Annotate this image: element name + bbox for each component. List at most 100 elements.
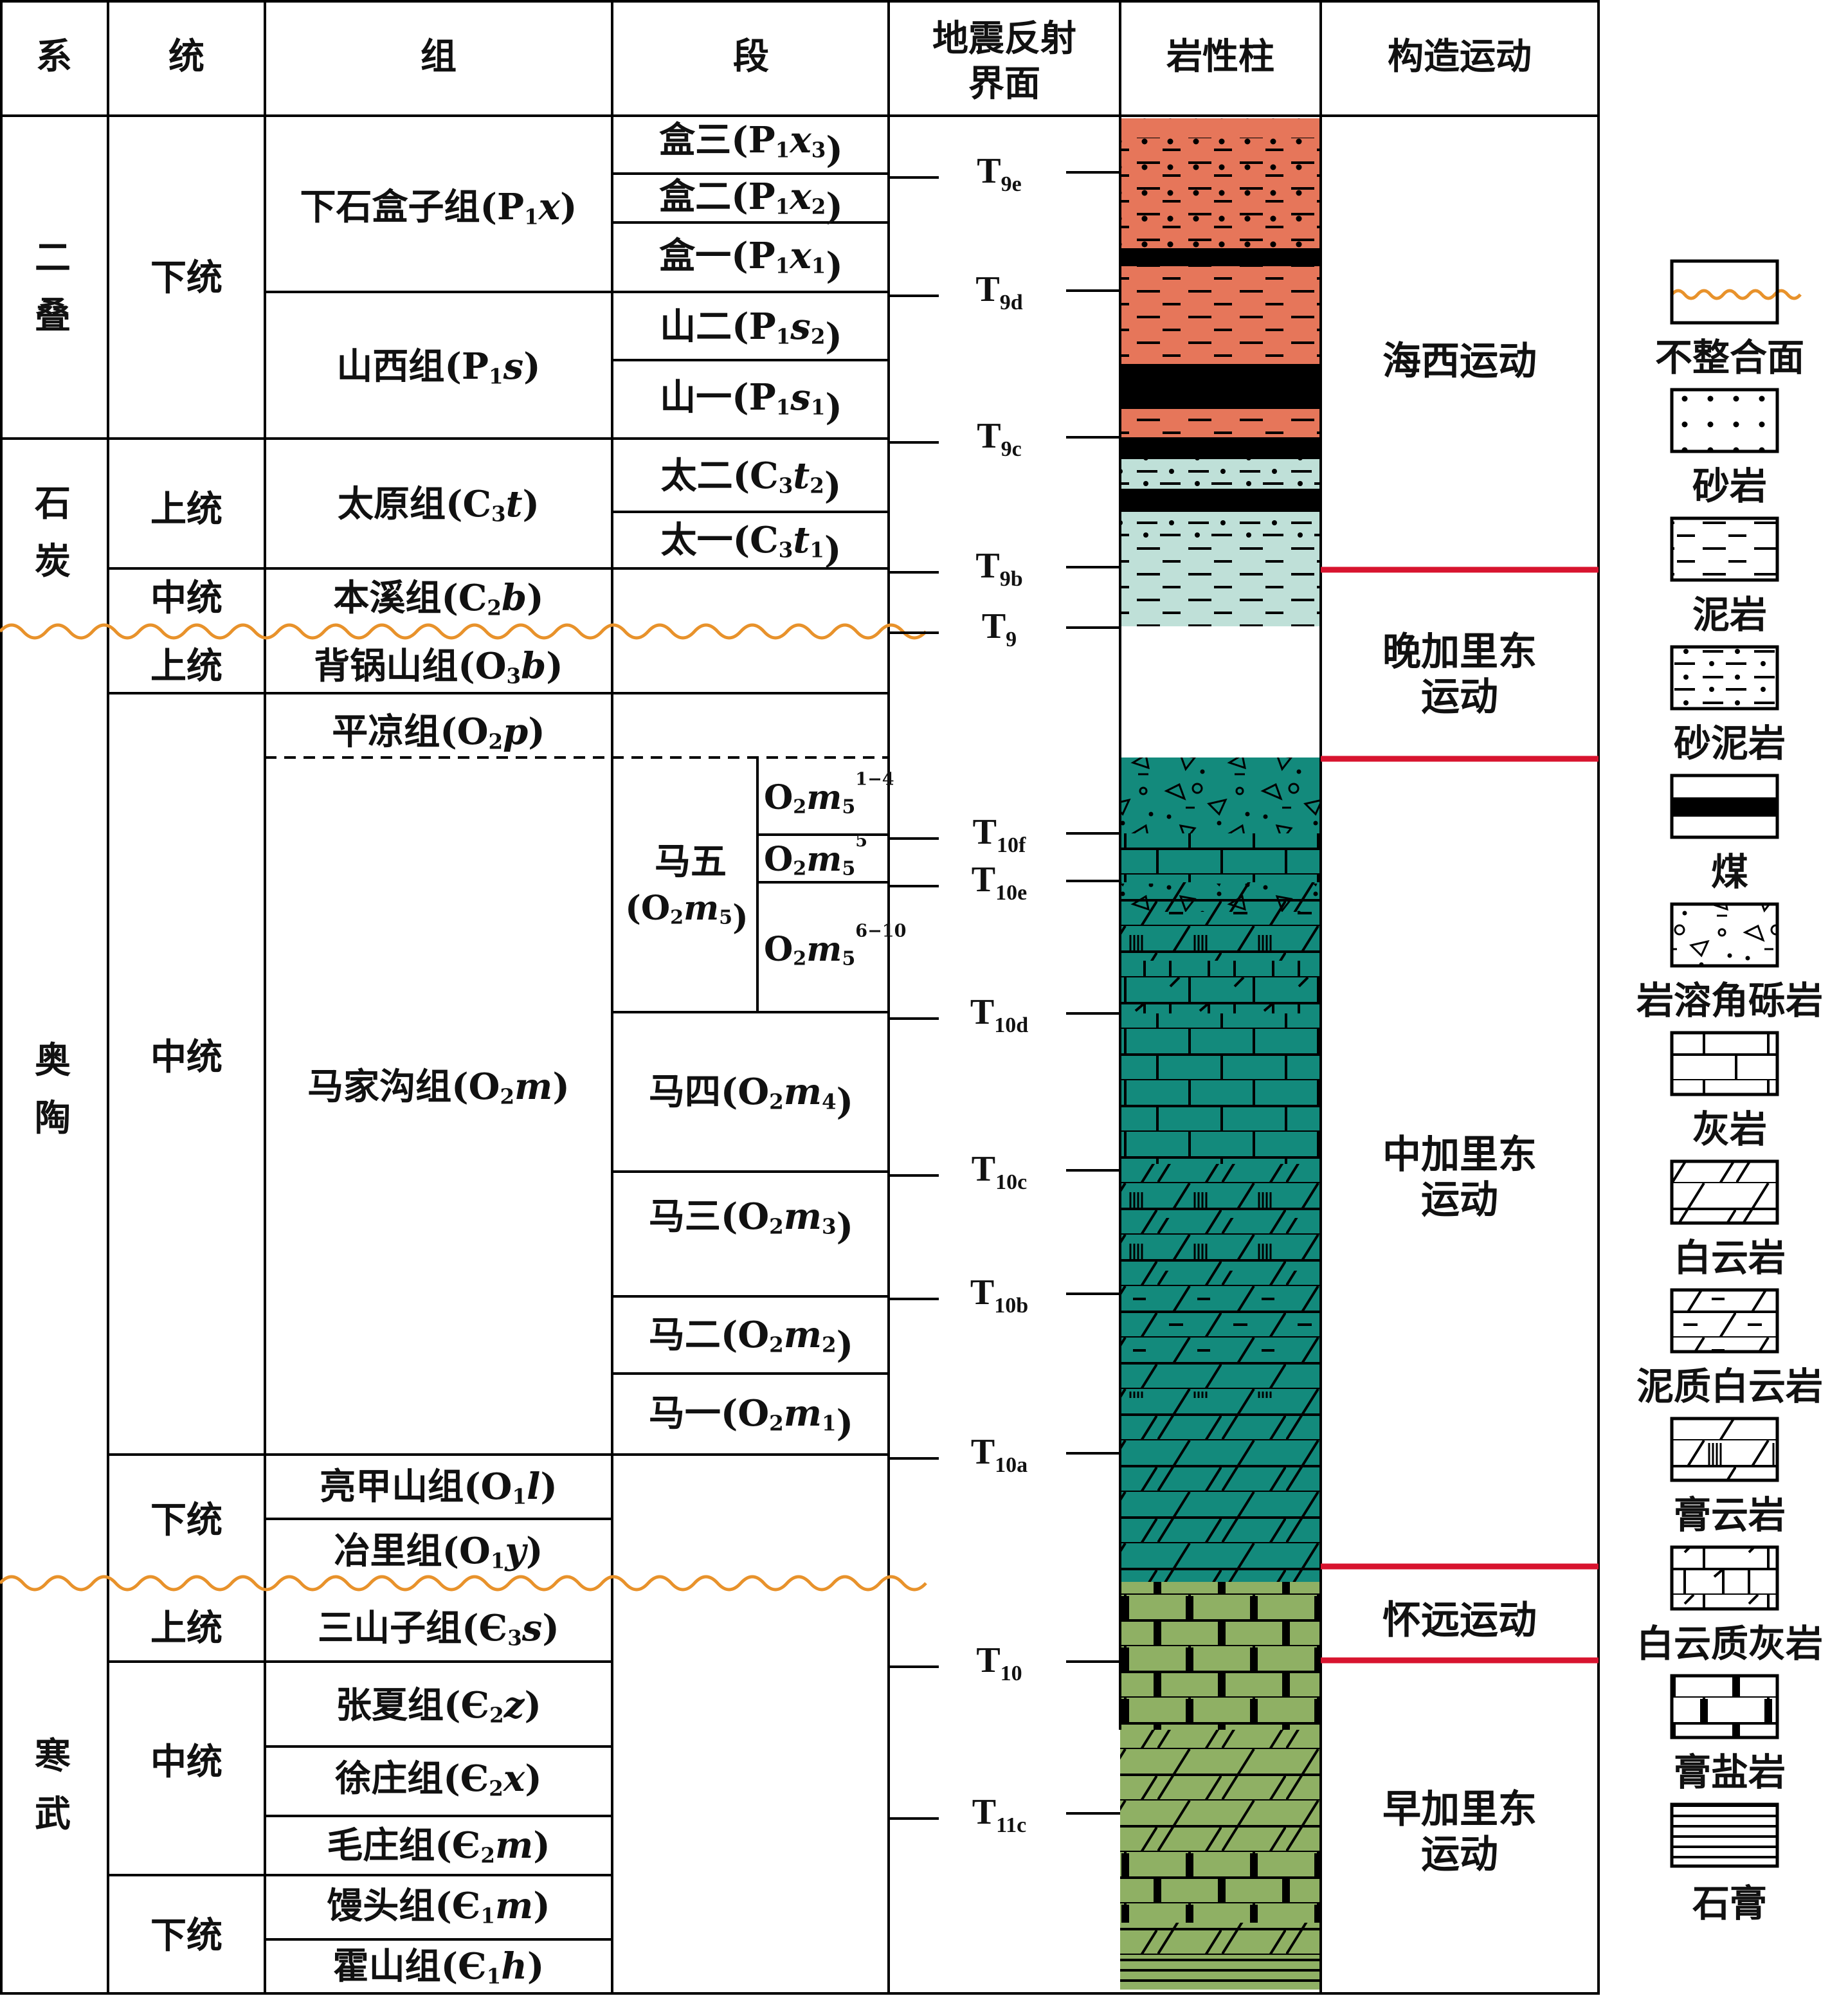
lithology-pattern (1120, 912, 1321, 935)
lithology-pattern (1120, 935, 1321, 961)
series-label: 中统 (150, 1036, 222, 1078)
table-grid (0, 0, 1600, 1995)
lithology-pattern (1120, 1582, 1321, 1730)
svg-text:奥: 奥 (35, 1039, 71, 1082)
lithology-pattern (1120, 1923, 1321, 1955)
legend-label: 石膏 (1692, 1882, 1767, 1925)
unconformity-line (0, 1575, 927, 1592)
lithology-pattern (1120, 1955, 1321, 1990)
lithology-pattern (1120, 409, 1321, 437)
series-label: 下统 (150, 1914, 222, 1957)
formation-label: 馒头组(Є1m) (327, 1885, 550, 1928)
legend-label: 泥质白云岩 (1636, 1365, 1823, 1408)
header-lithology: 岩性柱 (1166, 35, 1274, 78)
header-reflection: 界面 (968, 62, 1040, 105)
reflector-label: T10f (973, 812, 1026, 857)
lithology-pattern (1120, 961, 1321, 1013)
lithology-pattern (1120, 1013, 1321, 1164)
tectonic-event: 怀远运动 (1382, 1598, 1537, 1643)
member-label: 山一(P1s1) (660, 376, 842, 429)
tectonic-event: 运动 (1421, 1832, 1498, 1877)
legend-label: 白云岩 (1674, 1236, 1786, 1280)
member-label: 马三(O2m3) (649, 1195, 853, 1248)
lithology-pattern (1120, 512, 1321, 541)
member-label: 马一(O2m1) (649, 1392, 853, 1445)
series-label: 上统 (150, 1607, 222, 1649)
header-series: 统 (168, 35, 204, 78)
lithology-pattern (1120, 541, 1321, 626)
tectonic-event: 早加里东 (1382, 1787, 1537, 1832)
header-member: 段 (733, 35, 769, 78)
legend-label: 膏盐岩 (1674, 1750, 1786, 1794)
reflector-label: T10b (970, 1273, 1028, 1318)
sub-member-label: O2m56−10 (764, 921, 906, 970)
tectonic-event: 中加里东 (1382, 1132, 1537, 1177)
legend-label: 砂泥岩 (1674, 721, 1786, 765)
member-code: (O2m5) (625, 889, 748, 938)
lithology-pattern (1120, 1244, 1321, 1271)
legend-item: 白云岩 (1670, 1159, 1786, 1280)
svg-text:叠: 叠 (35, 295, 71, 337)
sub-member-label: O2m51−4 (764, 769, 894, 818)
header-formation: 组 (421, 35, 457, 78)
series-label: 中统 (150, 1741, 222, 1783)
tectonic-event: 晚加里东 (1382, 630, 1537, 675)
legend-label: 砂岩 (1692, 464, 1767, 508)
series-label: 中统 (150, 577, 222, 619)
legend-item: 白云质灰岩 (1636, 1545, 1823, 1665)
lithology-pattern (1120, 1398, 1321, 1582)
svg-text:二: 二 (35, 237, 71, 279)
reflector-label: T9e (977, 151, 1021, 196)
svg-text:石: 石 (35, 482, 71, 525)
lithology-pattern (1120, 266, 1321, 364)
member-label: 山二(P1s2) (660, 305, 842, 358)
svg-text:寒: 寒 (35, 1735, 71, 1777)
lithology-layer (1120, 248, 1321, 266)
reflector-label: T10e (972, 860, 1027, 905)
member-label: 盒三(P1x3) (659, 119, 843, 172)
series-label: 上统 (150, 488, 222, 531)
reflector-label: T10c (972, 1149, 1027, 1194)
legend-label: 煤 (1711, 850, 1748, 894)
member-label: 盒一(P1x1) (659, 235, 843, 287)
legend-item: 岩溶角砾岩 (1636, 902, 1823, 1022)
legend-label: 岩溶角砾岩 (1636, 979, 1823, 1022)
formation-label: 太原组(C3t) (338, 483, 539, 527)
unconformity-line (0, 623, 927, 640)
system-label: 奥陶 (35, 1039, 71, 1139)
svg-text:陶: 陶 (35, 1097, 71, 1139)
legend-item: 膏云岩 (1670, 1417, 1786, 1537)
legend-label: 灰岩 (1692, 1107, 1767, 1151)
svg-text:炭: 炭 (35, 540, 71, 583)
legend-label: 不整合面 (1655, 336, 1804, 379)
legend-item: 石膏 (1670, 1802, 1779, 1925)
member-label: 马二(O2m2) (649, 1314, 853, 1366)
legend-item: 煤 (1670, 774, 1779, 894)
formation-label: 霍山组(Є1h) (333, 1945, 545, 1989)
lithology-pattern (1120, 459, 1321, 489)
formation-label: 本溪组(C2b) (333, 577, 543, 621)
tectonic-event: 运动 (1421, 675, 1498, 720)
formation-label: 张夏组(Є2z) (336, 1684, 541, 1728)
system-label: 二叠 (35, 237, 71, 337)
lithology-pattern (1120, 1852, 1321, 1923)
reflector-label: T9 (982, 606, 1017, 651)
series-label: 上统 (150, 645, 222, 687)
lithology-pattern (1120, 1218, 1321, 1244)
formation-label: 冶里组(O1y) (334, 1530, 543, 1574)
series-label: 下统 (150, 257, 222, 299)
legend-item: 泥质白云岩 (1636, 1288, 1823, 1408)
formation-label: 山西组(P1s) (336, 345, 540, 389)
member-label: 太一(C3t1) (661, 519, 842, 572)
member-label: 盒二(P1x2) (659, 176, 843, 228)
formation-label: 下石盒子组(P1x) (300, 186, 577, 230)
formation-label: 三山子组(Є3s) (318, 1607, 559, 1651)
tectonic-event: 海西运动 (1382, 339, 1537, 384)
reflector-label: T9d (975, 269, 1022, 314)
formation-label: 背锅山组(O3b) (314, 645, 563, 689)
lithology-layer (1120, 437, 1321, 459)
formation-label: 徐庄组(Є2x) (334, 1757, 542, 1801)
legend-item: 砂岩 (1670, 388, 1779, 508)
